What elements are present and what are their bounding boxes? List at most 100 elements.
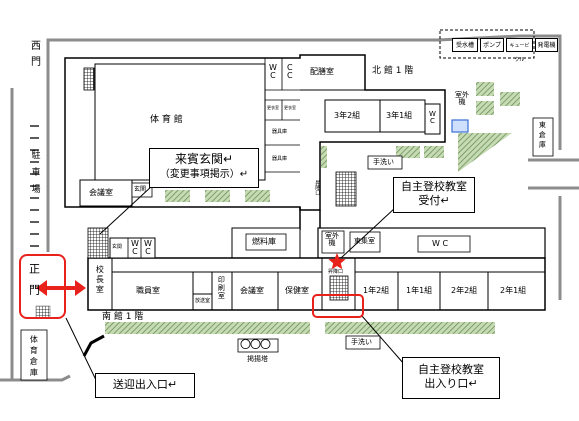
gym-stairs <box>83 67 95 91</box>
nurse-room-label: 保健室 <box>285 286 309 295</box>
changing-room-a: 更衣室 <box>267 105 279 110</box>
class-2-1-label: 2年1組 <box>500 286 527 295</box>
north-outdoor-unit-label: 室外 機 <box>455 91 469 107</box>
class-entry-highlight <box>312 294 364 318</box>
north-entrance-box <box>131 182 153 198</box>
hand-wash-north-label: 手洗い <box>373 158 394 166</box>
north-corridor-hatch <box>321 146 327 168</box>
water-tank: 受水槽 <box>452 38 478 52</box>
guest-entrance-leader <box>99 185 153 235</box>
outdoor-unit-marker <box>451 119 469 133</box>
hatch-north-2 <box>476 101 494 115</box>
south-entrance-wc-dividers <box>127 238 142 258</box>
north-wc-a: W C <box>269 63 277 81</box>
north-shoe-entrance-stairs <box>335 171 357 207</box>
site-boundary-west <box>0 88 14 382</box>
reception-star-icon <box>328 253 346 270</box>
class-3-2-label: 3年2組 <box>334 111 361 120</box>
gate-arrow-head-left <box>36 280 47 296</box>
class-entry-title: 自主登校教室 <box>418 363 484 376</box>
staff-room-label: 職員室 <box>136 286 160 295</box>
class-entry-callout: 自主登校教室 出入り口↵ <box>402 357 500 399</box>
hatch-gym-1 <box>165 190 190 202</box>
east-storage-box <box>532 117 554 157</box>
generator: 発電機 <box>535 38 558 52</box>
class-entry-text: 出入り口↵ <box>424 377 478 391</box>
south-room-dividers <box>111 258 489 310</box>
hatch-gym-2 <box>205 190 230 202</box>
print-room-label: 印刷室 <box>217 276 226 300</box>
parking-stripes <box>18 116 48 248</box>
south-wc-b: W C <box>144 239 152 257</box>
south-wc-label: W C <box>432 239 449 248</box>
equipment-room-b: 器具庫 <box>272 156 288 162</box>
reception-callout: 自主登校教室 受付↵ <box>393 177 475 213</box>
south-outdoor-unit-label: 室外 機 <box>325 232 339 248</box>
hatch-south-east <box>325 322 495 334</box>
pickup-text: 送迎出入口↵ <box>112 378 178 391</box>
south-wc-room <box>417 235 471 253</box>
main-gate-hatch <box>35 305 51 319</box>
hatch-gym-3 <box>245 190 270 202</box>
north-shoe-entrance-label: 昇降口 <box>314 180 321 195</box>
reception-text: 受付↵ <box>418 194 450 208</box>
south-shoe-entrance-stairs <box>329 275 349 301</box>
hatch-mid-2 <box>424 146 444 158</box>
south-shoe-entrance-label: 昇降口 <box>328 269 344 275</box>
north-entrance-label: 玄関 <box>134 186 147 193</box>
north-floor-label: 北 館 1 階 <box>372 66 414 76</box>
hall-label: 東集室 <box>354 237 375 245</box>
east-storage-label: 東倉庫 <box>538 121 547 151</box>
changing-room-b: 更衣室 <box>284 105 296 110</box>
class-3-1-room <box>379 99 426 133</box>
site-boundary-north-west <box>46 34 562 252</box>
broadcast-room-label: 放送室 <box>195 298 211 304</box>
flagpole-label: 掲揚塔 <box>247 355 268 363</box>
south-entrance-wc-block <box>109 237 156 259</box>
hand-wash-south-box <box>345 335 381 350</box>
south-meeting-room-label: 会議室 <box>240 286 264 295</box>
south-west-stairs <box>87 227 109 259</box>
parking-label: 駐車場 <box>29 150 40 201</box>
reception-leader <box>340 207 396 259</box>
class-entry-leader <box>361 315 405 365</box>
hatch-mid-1 <box>396 146 420 158</box>
serving-room-label: 配膳室 <box>310 67 334 76</box>
hatch-north-3 <box>500 92 520 106</box>
north-wc-east-label: W C <box>429 110 436 126</box>
gym-storage-label: 体育倉庫 <box>29 335 39 379</box>
north-meeting-room-box <box>79 179 133 207</box>
north-service-rooms <box>264 58 300 180</box>
south-outdoor-unit-box <box>321 230 345 254</box>
pickup-callout: 送迎出入口↵ <box>95 373 195 398</box>
reception-title: 自主登校教室 <box>401 180 467 193</box>
south-building-outline <box>87 257 546 311</box>
west-gate-label: 西門 <box>28 40 40 72</box>
gym-label: 体 育 館 <box>150 115 183 125</box>
cubicle: キュービクル <box>506 38 533 63</box>
class-3-1-label: 3年1組 <box>386 111 413 120</box>
guest-entrance-callout: 来賓玄関↵ （変更事項掲示）↵ <box>149 148 259 188</box>
class-2-2-label: 2年2組 <box>451 286 478 295</box>
hatch-north-1 <box>476 82 494 96</box>
guest-entrance-text: 来賓玄関↵ <box>174 152 234 166</box>
hand-wash-north-box <box>367 155 403 170</box>
pump: ポンプ <box>480 38 504 52</box>
north-meeting-room-label: 会議室 <box>89 188 113 197</box>
hall-room <box>349 231 381 253</box>
hand-wash-south-label: 手洗い <box>351 338 372 346</box>
gym-storage-box <box>20 329 48 381</box>
notice-board-text: （変更事項掲示）↵ <box>159 168 249 180</box>
principal-room-label: 校長室 <box>95 265 105 295</box>
north-wc-b: C C <box>287 63 293 81</box>
south-wc-a: W C <box>131 239 139 257</box>
flagpole-box <box>237 338 279 353</box>
hatch-triangle <box>458 133 512 172</box>
south-entrance-label: 玄関 <box>112 244 123 250</box>
flagpole-marks: 〇〇〇 <box>240 338 271 351</box>
fuel-store-room <box>245 233 287 251</box>
gate-arrow-head-right <box>75 280 86 296</box>
main-gate-label: 正門 <box>27 263 41 305</box>
class-1-1-label: 1年1組 <box>406 286 433 295</box>
